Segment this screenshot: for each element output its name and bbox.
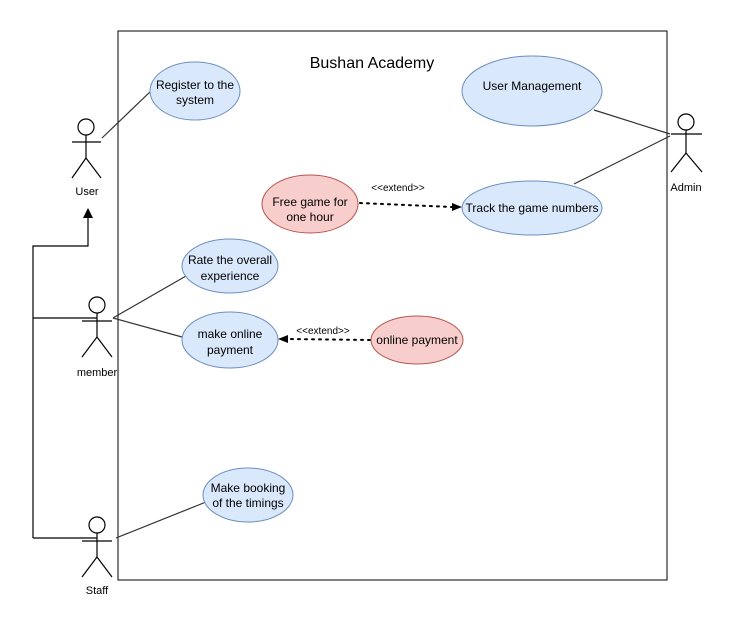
association-member-payment <box>112 317 183 338</box>
use-case-track-game-label: Track the game numbers <box>466 201 599 215</box>
extend-arrowhead-track-game <box>452 203 462 211</box>
actor-admin-label: Admin <box>670 182 701 194</box>
actor-staff-label: Staff <box>86 585 109 597</box>
actor-member-label: member <box>77 367 118 379</box>
use-case-free-game-line-2: one hour <box>286 210 333 224</box>
association-user-register <box>101 89 153 139</box>
use-case-online-payment-label: online payment <box>376 333 458 347</box>
use-case-online-payment[interactable]: online payment <box>370 315 464 365</box>
system-title: Bushan Academy <box>310 55 435 72</box>
extend-label-online-payment: <<extend>> <box>296 326 350 337</box>
use-case-register[interactable]: Register to the system <box>149 61 241 121</box>
use-case-make-online-payment[interactable]: make online payment <box>181 311 279 369</box>
actor-admin[interactable]: Admin <box>670 113 703 194</box>
use-case-booking-line-1: Make booking <box>211 481 286 495</box>
actor-user-label: User <box>75 186 99 198</box>
use-case-free-game[interactable]: Free game for one hour <box>261 174 359 234</box>
extend-line-online-payment <box>286 338 371 341</box>
extend-label-free-game: <<extend>> <box>371 183 425 194</box>
use-case-rate-experience-line-1: Rate the overall <box>188 253 272 267</box>
use-case-make-online-payment-line-2: payment <box>207 343 254 357</box>
actor-member[interactable]: member <box>77 296 118 379</box>
association-member-rate <box>112 275 187 319</box>
association-admin-user-management <box>593 109 671 135</box>
use-case-register-line-2: system <box>176 93 214 107</box>
use-case-booking[interactable]: Make booking of the timings <box>202 467 294 523</box>
generalization-line <box>32 208 93 538</box>
use-case-free-game-line-1: Free game for <box>272 195 347 209</box>
use-case-register-line-1: Register to the <box>156 78 234 92</box>
association-staff-booking <box>115 501 207 539</box>
actor-user[interactable]: User <box>71 118 102 198</box>
actor-staff[interactable]: Staff <box>81 516 113 597</box>
extend-line-free-game <box>359 202 453 208</box>
use-case-rate-experience-line-2: experience <box>201 269 260 283</box>
use-case-track-game[interactable]: Track the game numbers <box>461 180 603 236</box>
use-case-rate-experience[interactable]: Rate the overall experience <box>181 238 279 294</box>
extend-arrowhead-make-payment <box>278 335 288 343</box>
use-case-booking-line-2: of the timings <box>212 496 283 510</box>
use-case-user-management[interactable]: User Management <box>461 55 603 127</box>
association-admin-track-game <box>573 135 671 185</box>
use-case-make-online-payment-line-1: make online <box>198 327 263 341</box>
use-case-user-management-label: User Management <box>483 79 582 93</box>
